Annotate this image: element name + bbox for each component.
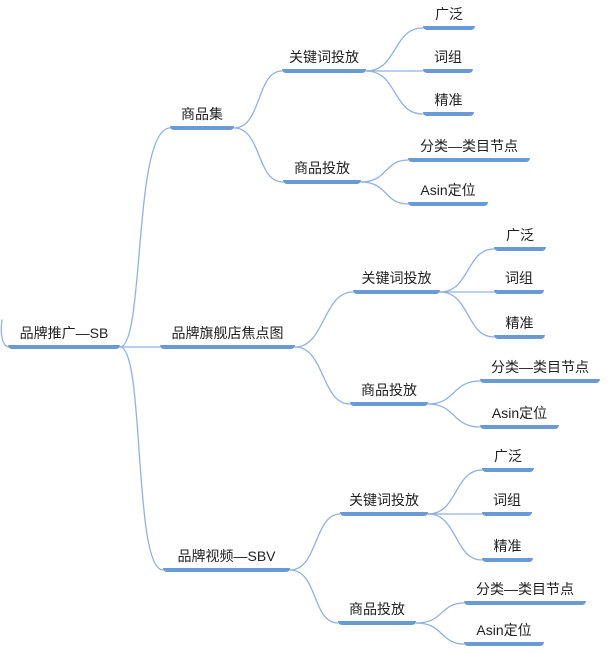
node-product-targeting-1[interactable]: 商品投放 xyxy=(283,158,361,184)
connector-root-branch3 xyxy=(119,346,164,571)
node-label: 分类—类目节点 xyxy=(420,138,518,154)
node-label: 精准 xyxy=(434,92,463,108)
node-label: 关键词投放 xyxy=(289,49,359,65)
connector-b1-pd-category xyxy=(360,159,409,183)
node-exact-3[interactable]: 精准 xyxy=(482,536,533,562)
node-exact-2[interactable]: 精准 xyxy=(494,313,545,339)
node-label: 分类—类目节点 xyxy=(476,581,574,597)
node-brand-promotion-sb[interactable]: 品牌推广—SB xyxy=(8,323,120,349)
node-label: 广泛 xyxy=(435,6,463,22)
connector-b2-kw-exact xyxy=(439,291,495,338)
node-label: 广泛 xyxy=(494,448,522,464)
node-label: Asin定位 xyxy=(476,622,532,638)
connector-b2-pd-asin xyxy=(427,403,481,428)
connector-b3-keyword xyxy=(289,513,341,571)
node-phrase-1[interactable]: 词组 xyxy=(423,47,473,73)
node-label: 关键词投放 xyxy=(361,270,432,286)
node-label: 商品投放 xyxy=(361,382,417,398)
node-label: 广泛 xyxy=(506,227,534,243)
connector-b1-kw-exact xyxy=(365,70,424,115)
node-category-node-2[interactable]: 分类—类目节点 xyxy=(480,357,600,383)
node-keyword-targeting-1[interactable]: 关键词投放 xyxy=(282,47,366,73)
node-keyword-targeting-3[interactable]: 关键词投放 xyxy=(340,490,428,516)
connector-root-branch1 xyxy=(119,127,171,348)
node-label: 品牌旗舰店焦点图 xyxy=(171,325,284,341)
node-brand-store-spotlight[interactable]: 品牌旗舰店焦点图 xyxy=(160,323,295,349)
connector-b1-keyword xyxy=(233,70,283,129)
connector-b2-kw-broad xyxy=(439,248,495,293)
connector-b1-kw-broad xyxy=(365,27,424,72)
node-label: 词组 xyxy=(505,270,533,286)
node-label: 关键词投放 xyxy=(349,492,419,508)
node-exact-1[interactable]: 精准 xyxy=(423,90,474,116)
node-label: 精准 xyxy=(493,538,522,554)
connector-root-tail xyxy=(0,319,10,348)
connector-b3-pd-asin xyxy=(415,622,465,645)
node-phrase-2[interactable]: 词组 xyxy=(494,268,544,294)
node-label: Asin定位 xyxy=(491,405,548,421)
node-category-node-1[interactable]: 分类—类目节点 xyxy=(408,136,530,162)
connector-b1-product xyxy=(233,127,284,183)
node-asin-targeting-3[interactable]: Asin定位 xyxy=(464,620,544,646)
node-brand-video-sbv[interactable]: 品牌视频—SBV xyxy=(163,546,290,572)
node-label: 词组 xyxy=(434,49,462,65)
node-category-node-3[interactable]: 分类—类目节点 xyxy=(464,579,586,605)
node-label: 商品投放 xyxy=(349,601,405,617)
connector-b2-product xyxy=(294,346,351,405)
node-product-collection[interactable]: 商品集 xyxy=(170,104,234,130)
node-label: 词组 xyxy=(493,492,521,508)
node-product-targeting-3[interactable]: 商品投放 xyxy=(338,599,416,625)
connector-b3-kw-exact xyxy=(427,513,483,561)
connector-b3-kw-broad xyxy=(427,469,483,515)
node-label: 分类—类目节点 xyxy=(491,359,589,375)
node-asin-targeting-2[interactable]: Asin定位 xyxy=(480,403,559,429)
node-broad-1[interactable]: 广泛 xyxy=(423,4,475,30)
node-asin-targeting-1[interactable]: Asin定位 xyxy=(408,180,488,206)
node-keyword-targeting-2[interactable]: 关键词投放 xyxy=(353,268,440,294)
node-label: 商品集 xyxy=(181,106,223,122)
node-label: 品牌视频—SBV xyxy=(177,548,276,564)
connector-b1-pd-asin xyxy=(360,181,409,205)
connector-b2-pd-category xyxy=(427,380,481,405)
connector-b2-keyword xyxy=(294,291,354,348)
connector-b3-pd-category xyxy=(415,602,465,624)
node-phrase-3[interactable]: 词组 xyxy=(482,490,532,516)
node-label: 商品投放 xyxy=(294,160,350,176)
connector-b3-product xyxy=(289,569,339,624)
node-broad-2[interactable]: 广泛 xyxy=(494,225,546,251)
node-label: 精准 xyxy=(505,315,534,331)
node-label: 品牌推广—SB xyxy=(19,325,109,341)
node-broad-3[interactable]: 广泛 xyxy=(482,446,534,472)
node-label: Asin定位 xyxy=(420,182,476,198)
node-product-targeting-2[interactable]: 商品投放 xyxy=(350,380,428,406)
